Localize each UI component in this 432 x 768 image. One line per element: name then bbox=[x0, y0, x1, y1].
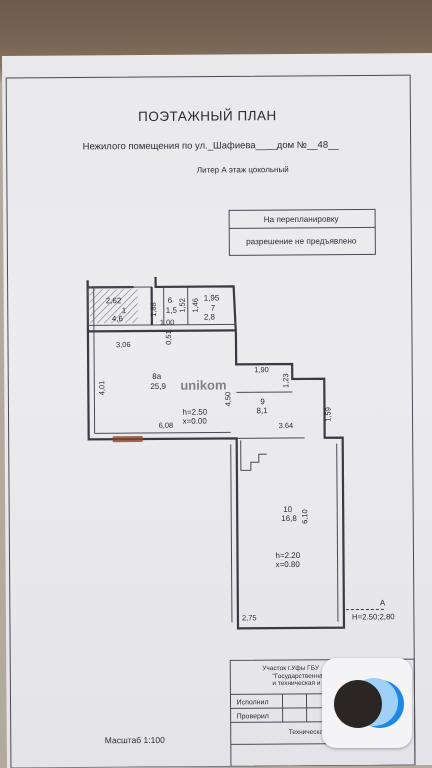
dim-152: 1,52 bbox=[178, 298, 187, 313]
dim-262: 2,62 bbox=[106, 296, 122, 305]
room-7-area: 2,8 bbox=[204, 313, 216, 322]
plan-title: ПОЭТАЖНЫЙ ПЛАН bbox=[138, 108, 277, 124]
dim-159: 1,59 bbox=[323, 407, 332, 422]
room-10-height: h=2.20 bbox=[275, 551, 300, 560]
room-1-hatch bbox=[89, 289, 138, 324]
plan-subtitle: Нежилого помещения по ул._Шафиева____дом… bbox=[83, 140, 340, 153]
dim-051: 0,51 bbox=[164, 330, 173, 345]
room-10-area: 16,8 bbox=[281, 514, 297, 523]
dim-608: 6,08 bbox=[159, 421, 174, 430]
org-line-1: Участок г.Уфы ГБУ bbox=[262, 665, 320, 672]
liter-line: Литер А этаж цокольный bbox=[197, 165, 289, 175]
section-letter: А bbox=[380, 598, 386, 607]
room-1-area: 4,6 bbox=[112, 314, 124, 323]
tech-label: Техническа bbox=[289, 729, 324, 736]
room-8a-height: h=2.50 bbox=[182, 408, 207, 417]
org-line-2: "Государственная bbox=[272, 673, 326, 680]
stamp-line-2: разрешение не предъявлено bbox=[246, 237, 357, 247]
title-block: Участок г.Уфы ГБУ "Государственная и тех… bbox=[229, 658, 416, 767]
dim-100: 1,00 bbox=[160, 318, 175, 327]
logo-badge bbox=[322, 658, 412, 748]
sheet-frame bbox=[5, 74, 416, 768]
dim-146: 1,46 bbox=[191, 298, 200, 313]
dim-188: 1,88 bbox=[149, 302, 158, 317]
floor-plan-sheet: ПОЭТАЖНЫЙ ПЛАН Нежилого помещения по ул.… bbox=[2, 52, 432, 768]
dim-364: 3.64 bbox=[279, 421, 294, 430]
room-7-num: 7 bbox=[211, 304, 216, 313]
watermark-logo: unikom bbox=[180, 377, 226, 392]
scale-label: Масштаб 1:100 bbox=[105, 735, 165, 745]
dim-306: 3,06 bbox=[116, 340, 131, 349]
room-6-area: 1,5 bbox=[166, 306, 178, 315]
executor-label: Исполнил bbox=[236, 699, 268, 706]
dim-450: 4,50 bbox=[223, 392, 232, 407]
room-1-num: 1 bbox=[122, 306, 127, 315]
redevelopment-stamp: На перепланировку разрешение не предъявл… bbox=[228, 208, 376, 256]
room-10-x: x=0.80 bbox=[276, 560, 301, 569]
room-9-num: 9 bbox=[260, 397, 265, 406]
dim-190: 1,90 bbox=[254, 365, 269, 374]
room-8a-num: 8а bbox=[152, 372, 162, 381]
room-8a-area: 25,9 bbox=[150, 382, 166, 391]
dim-401: 4,01 bbox=[97, 381, 106, 396]
room-10-num: 10 bbox=[283, 505, 293, 514]
dim-123: 1,23 bbox=[281, 373, 290, 388]
org-line-3: и техническая и bbox=[272, 680, 321, 687]
dim-610: 6,10 bbox=[300, 509, 309, 524]
section-heights: Н=2.50;2,80 bbox=[352, 612, 395, 621]
dim-195: 1,95 bbox=[204, 293, 220, 302]
plan-walls bbox=[86, 276, 346, 630]
checked-label: Проверил bbox=[237, 713, 269, 720]
floor-plan-drawing: ПОЭТАЖНЫЙ ПЛАН Нежилого помещения по ул.… bbox=[5, 74, 416, 768]
room-9-area: 8,1 bbox=[256, 406, 268, 415]
logo-dark-circle bbox=[334, 680, 382, 728]
room-6-num: 6 bbox=[168, 296, 173, 305]
stamp-line-1: На перепланировку bbox=[264, 215, 340, 225]
room-8a-x: x=0.00 bbox=[183, 417, 208, 426]
dim-275: 2,75 bbox=[242, 613, 257, 622]
